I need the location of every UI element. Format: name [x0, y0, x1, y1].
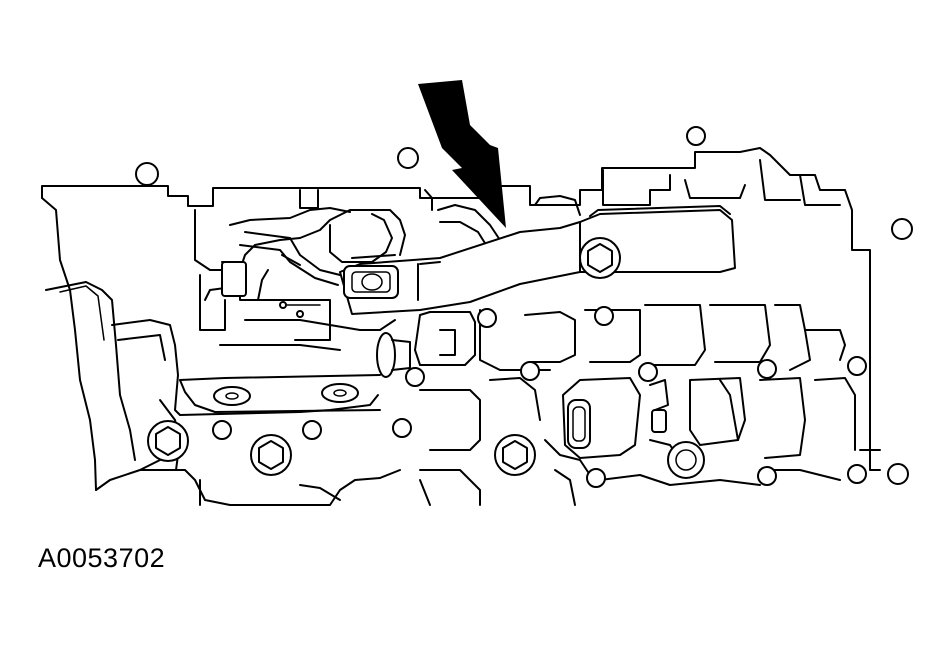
linkage [221, 231, 341, 297]
bolt [147, 420, 189, 462]
hole [686, 126, 706, 146]
bracket [339, 205, 736, 315]
hole [135, 162, 159, 186]
bolts [147, 420, 536, 476]
valve-bores [414, 304, 856, 506]
separator-plate [179, 379, 381, 413]
hole [891, 218, 913, 240]
check-balls [212, 306, 867, 488]
figure-id-label: A0053702 [38, 543, 166, 573]
plugs [376, 332, 705, 479]
bracket-bolt [579, 237, 621, 279]
bolt [494, 434, 536, 476]
arrow-icon [418, 80, 506, 228]
bolt [250, 434, 292, 476]
hole [397, 147, 419, 169]
hole [887, 463, 909, 485]
locating-holes [135, 126, 913, 485]
upper-channels [194, 159, 841, 271]
lower-housing [139, 449, 881, 506]
housing-outline [41, 147, 881, 491]
